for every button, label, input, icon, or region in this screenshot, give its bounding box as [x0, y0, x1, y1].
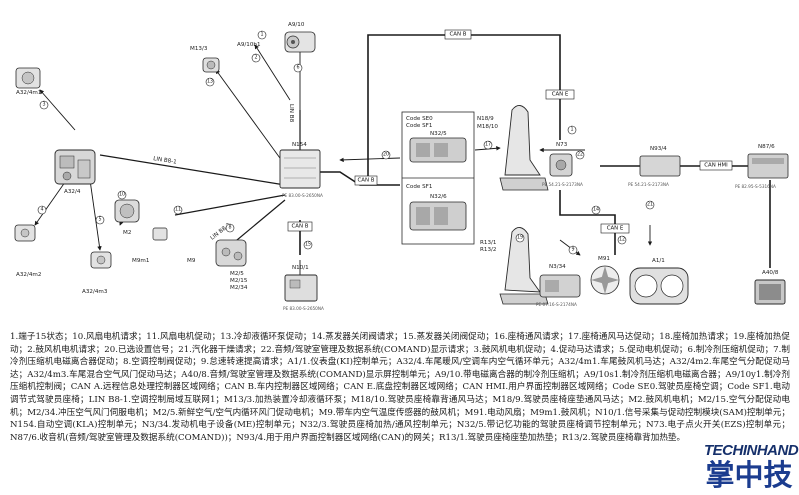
m9-label: M9 [187, 258, 196, 264]
legend-caption: 1.端子15状态；10.风扇电机请求；11.风扇电机促动；13.冷却液循环泵促动… [10, 332, 790, 443]
svg-text:21: 21 [647, 202, 653, 208]
can-hmi-label: CAN HMI [704, 163, 728, 169]
svg-text:19: 19 [517, 235, 523, 241]
svg-text:2: 2 [254, 55, 257, 61]
hvac-unit-a32-4: A32/4 [54, 149, 96, 195]
a32-4m2-label: A32/4m2 [16, 272, 41, 278]
motor-a32-4m1: A32/4m1 [15, 67, 42, 96]
m18-10-label: M18/10 [477, 124, 498, 130]
system-diagram: CAN B CAN B CAN E CAN E CAN HMI CAN B LI… [14, 22, 789, 311]
motor-a32-4m3: A32/4m3 [82, 251, 112, 295]
code-sf1-label: Code SF1 [406, 123, 433, 129]
n32-6-label: N32/6 [430, 194, 447, 200]
can-e-label-b: CAN E [607, 226, 624, 232]
svg-text:12: 12 [619, 237, 625, 243]
svg-text:4: 4 [40, 207, 43, 213]
seat-module-box: Code SE0 Code SF1 N32/5 Code SF1 N32/6 [401, 111, 475, 245]
code-se0-label: Code SE0 [406, 116, 433, 122]
display-a40-8: A40/8 [754, 270, 786, 305]
can-b-label: CAN B [358, 178, 375, 184]
svg-text:1: 1 [570, 127, 573, 133]
gateway-n93-4: N93/4 PE 54.21-S-2173NA [628, 146, 681, 187]
control-unit-n10-1: N10/1 PE 83.00-S-2650NA [283, 265, 324, 311]
instrument-cluster-a1-1: A1/1 [629, 258, 689, 305]
can-b-bus [299, 34, 771, 268]
n93-4-ref: PE 54.21-S-2173NA [628, 182, 669, 187]
engine-control-n3-34: N3/34 PE 07.16-S-2174NA [536, 264, 581, 307]
logo-cjk: 掌中技 [705, 458, 793, 492]
svg-text:8: 8 [228, 225, 231, 231]
svg-text:22: 22 [577, 152, 583, 158]
a32-4m3-label: A32/4m3 [82, 289, 108, 295]
n10-1-ref: PE 83.00-S-2650NA [283, 306, 324, 311]
ignition-switch-n73: N73 PE 54.21-S-2173NA [542, 142, 583, 187]
compressor-a9-10: A9/10 A9/10b1 [237, 22, 316, 53]
n154-ref: PE 83.00-S-2650NA [282, 193, 323, 198]
blower-m9m1: M9m1 M9 [132, 227, 196, 264]
m9m1-label: M9m1 [132, 258, 150, 264]
n73-label: N73 [556, 142, 568, 148]
n3-34-ref: PE 07.16-S-2174NA [536, 302, 577, 307]
svg-text:9: 9 [571, 247, 574, 253]
m91-label: M91 [598, 256, 610, 262]
callouts [37, 30, 655, 255]
techinhand-logo: TECHINHAND 掌中技 [704, 438, 799, 494]
svg-text:13: 13 [207, 79, 213, 85]
blower-m2: M2 [114, 199, 140, 236]
svg-text:14: 14 [593, 207, 599, 213]
svg-text:11: 11 [175, 207, 181, 213]
can-e-label-a: CAN E [552, 92, 569, 98]
can-b-lower-label: CAN B [292, 224, 309, 230]
n93-4-label: N93/4 [650, 146, 667, 152]
driver-seat-heated: R13/1 R13/2 [480, 227, 549, 305]
motor-a32-4m2: A32/4m2 [14, 224, 41, 278]
a1-1-label: A1/1 [652, 258, 665, 264]
svg-text:20: 20 [383, 152, 389, 158]
can-b-top-label: CAN B [450, 32, 467, 38]
m2-5-label: M2/5 [230, 271, 244, 277]
svg-text:10: 10 [119, 192, 125, 198]
r13-1-label: R13/1 [480, 240, 497, 246]
m13-3-label: M13/3 [190, 46, 208, 52]
pump-m13-3: M13/3 [190, 46, 220, 73]
m2-label: M2 [123, 230, 131, 236]
n87-6-label: N87/6 [758, 144, 775, 150]
svg-text:3: 3 [42, 102, 45, 108]
n32-5-label: N32/5 [430, 131, 447, 137]
n87-6-ref: PE 82.95-S-5316NA [735, 184, 776, 189]
actuators-m2-5-m2-15-m2-34: M2/5 M2/15 M2/34 [215, 239, 248, 291]
lin-b8-label: LIN B8 [288, 104, 294, 123]
svg-text:5: 5 [98, 217, 101, 223]
a40-8-label: A40/8 [762, 270, 779, 276]
a32-4-label: A32/4 [64, 189, 81, 195]
driver-seat-ventilated: N18/9 M18/10 [477, 105, 549, 191]
a9-10-label: A9/10 [288, 22, 305, 28]
svg-text:6: 6 [296, 65, 299, 71]
radio-n87-6: N87/6 PE 82.95-S-5316NA [735, 144, 789, 189]
a32-4m1-label: A32/4m1 [16, 90, 42, 96]
lin-b8-1-label: LIN B8-1 [153, 156, 178, 166]
lin-bus [99, 110, 301, 251]
n3-34-label: N3/34 [549, 264, 566, 270]
svg-text:17: 17 [485, 142, 491, 148]
m2-15-label: M2/15 [230, 278, 248, 284]
svg-text:15: 15 [305, 242, 311, 248]
n73-ref: PE 54.21-S-2173NA [542, 182, 583, 187]
svg-text:1: 1 [260, 32, 263, 38]
m2-34-label: M2/34 [230, 285, 248, 291]
n10-1-label: N10/1 [292, 265, 309, 271]
electric-fan-m91: M91 [590, 256, 620, 295]
r13-2-label: R13/2 [480, 247, 496, 253]
code-sf1-label-b: Code SF1 [406, 184, 433, 190]
logo-latin: TECHINHAND [704, 442, 799, 459]
n154-label: N154 [292, 142, 307, 148]
n18-9-label: N18/9 [477, 116, 494, 122]
a9-10b1-label: A9/10b1 [237, 42, 261, 48]
control-unit-n154: N154 PE 83.00-S-2650NA [279, 142, 323, 198]
